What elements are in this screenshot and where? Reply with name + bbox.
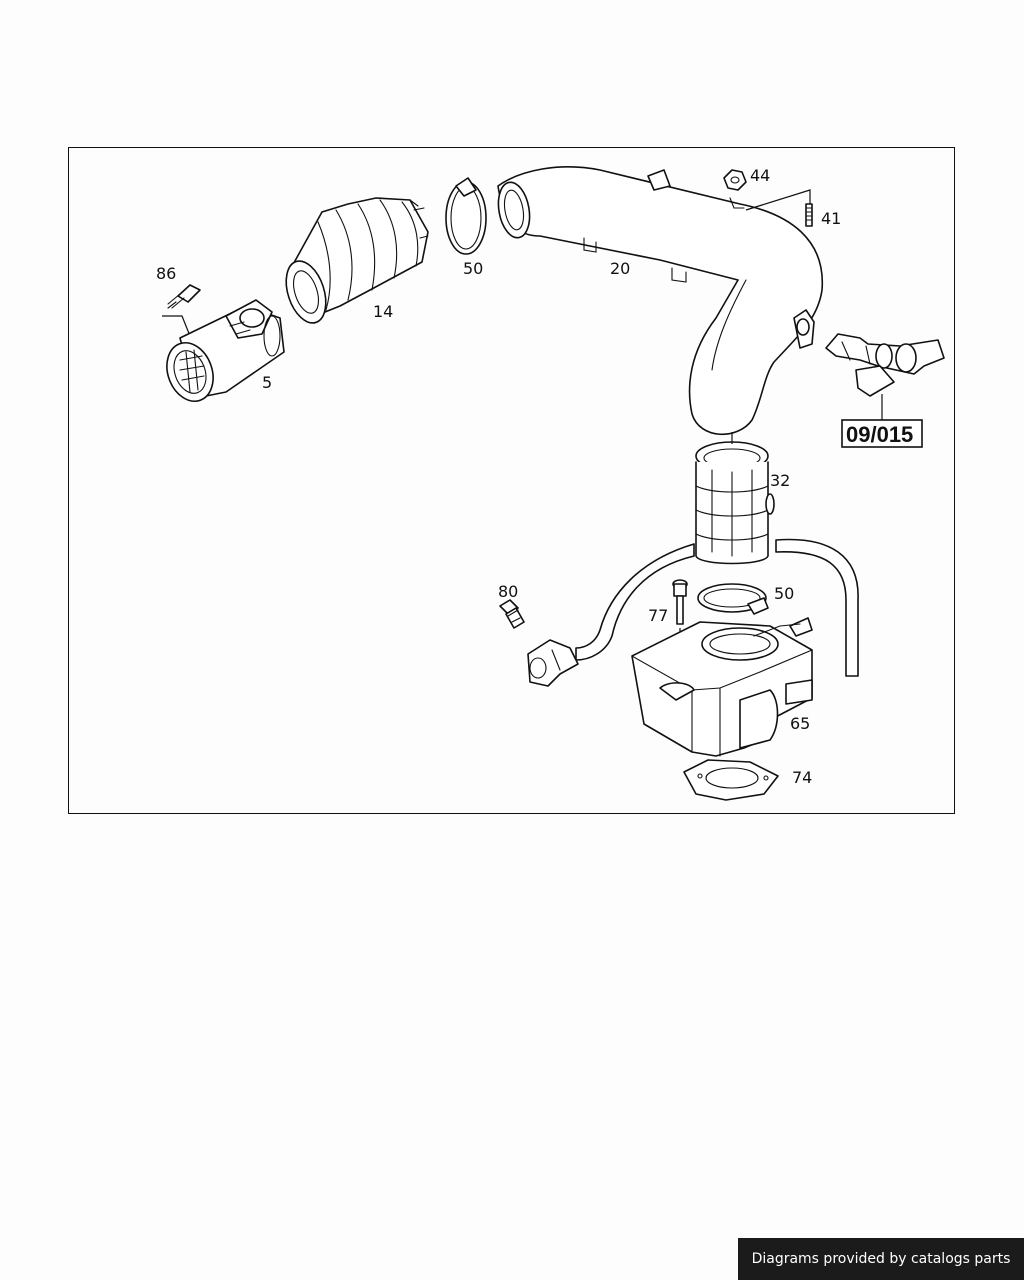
callout-32[interactable]: 32: [770, 471, 790, 490]
callout-20[interactable]: 20: [610, 259, 630, 278]
part-20-intake-pipe[interactable]: [494, 166, 824, 436]
reference-box-label[interactable]: 09/015: [846, 422, 913, 447]
part-65-throttle-housing[interactable]: [631, 617, 813, 757]
part-sensor-connector[interactable]: [527, 639, 579, 687]
callout-50-upper[interactable]: 50: [463, 259, 483, 278]
credit-text: Diagrams provided by catalogs parts: [751, 1251, 1011, 1267]
callout-77[interactable]: 77: [648, 606, 668, 625]
part-sensor-assembly[interactable]: [825, 333, 945, 397]
vacuum-hose-left[interactable]: [575, 543, 695, 661]
part-5-air-mass-meter[interactable]: [159, 299, 285, 408]
callout-74[interactable]: 74: [792, 768, 812, 787]
credit-banner: Diagrams provided by catalogs parts: [738, 1238, 1024, 1280]
part-86-screw[interactable]: [167, 284, 201, 309]
callout-50-lower[interactable]: 50: [774, 584, 794, 603]
part-80-temperature-sensor[interactable]: [499, 599, 525, 629]
part-14-intake-bellows[interactable]: [279, 197, 429, 328]
leader-86: [162, 315, 191, 337]
part-50-hose-clamp-upper[interactable]: [445, 177, 487, 255]
part-32-corrugated-coupling[interactable]: [695, 441, 775, 565]
reference-box-frame[interactable]: [841, 419, 923, 448]
part-44-nut[interactable]: [723, 169, 747, 191]
callout-80[interactable]: 80: [498, 582, 518, 601]
callout-86[interactable]: 86: [156, 264, 176, 283]
part-50-hose-clamp-lower[interactable]: [697, 583, 769, 615]
part-41-stud[interactable]: [805, 203, 813, 227]
callout-41[interactable]: 41: [821, 209, 841, 228]
vacuum-hose-right[interactable]: [775, 538, 859, 677]
callout-14[interactable]: 14: [373, 302, 393, 321]
part-74-gasket[interactable]: [683, 759, 779, 801]
part-77-bolt[interactable]: [672, 579, 688, 625]
callout-5[interactable]: 5: [262, 373, 272, 392]
leader-41: [745, 189, 811, 211]
callout-65[interactable]: 65: [790, 714, 810, 733]
callout-44[interactable]: 44: [750, 166, 770, 185]
